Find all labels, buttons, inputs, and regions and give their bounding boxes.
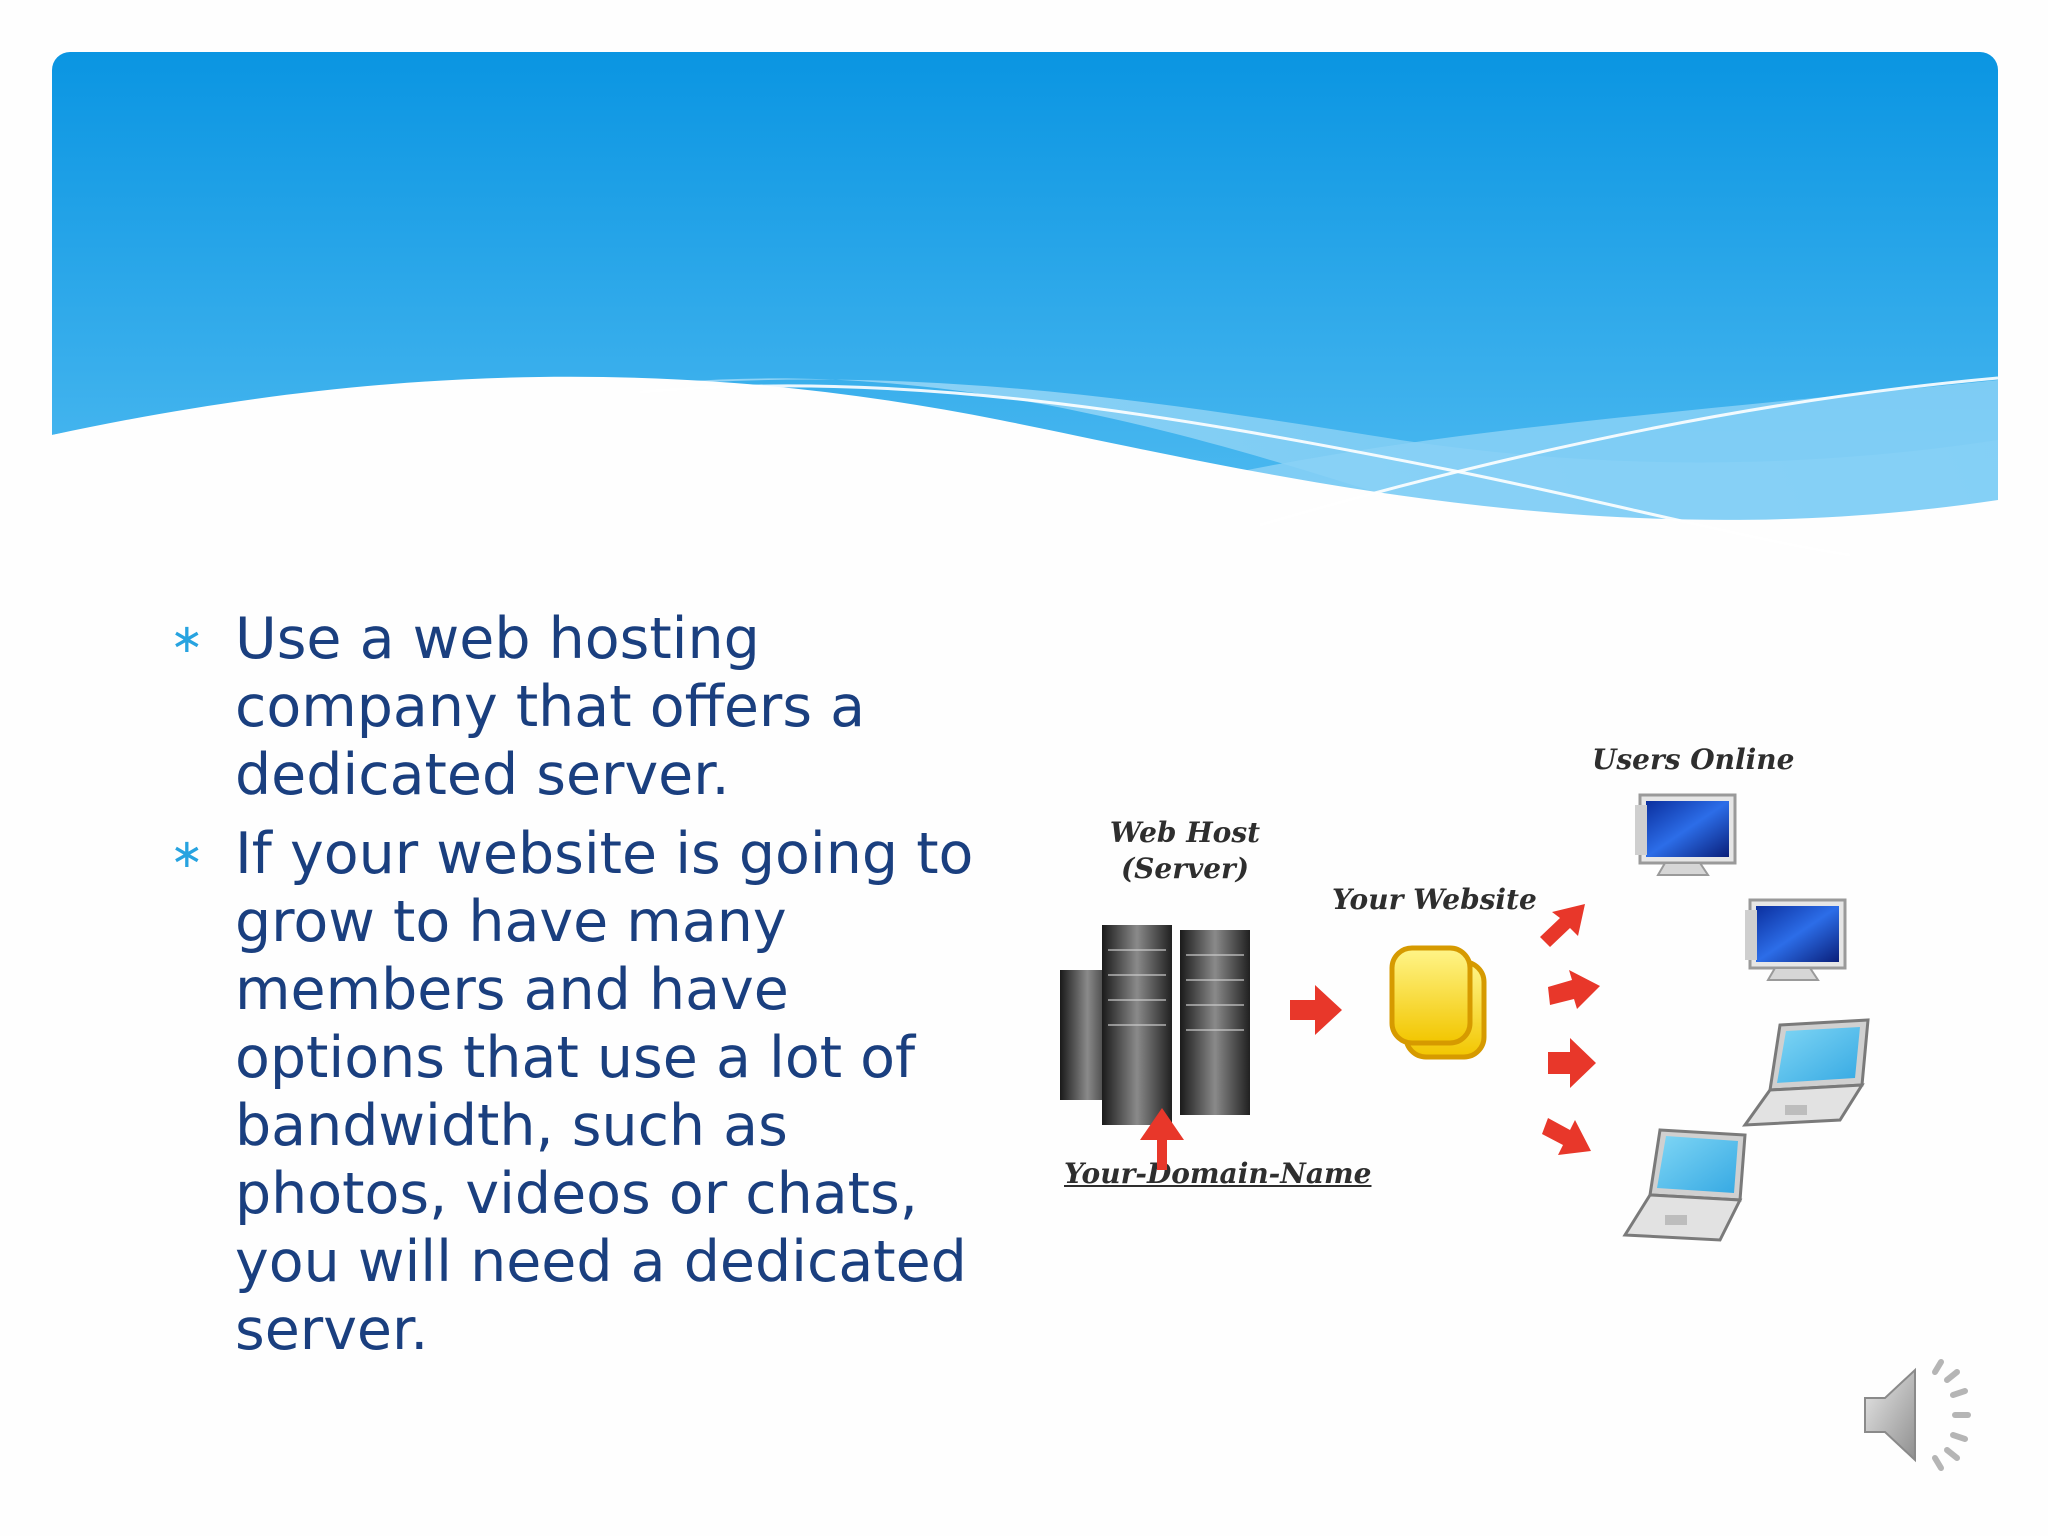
web-host-subtitle: (Server) [1120,852,1250,885]
web-host-title: Web Host [1109,816,1261,849]
bullet-text: Use a web hosting company that offers a … [235,606,866,808]
asterisk-icon: ∗ [170,831,204,877]
users-online-label: Users Online [1592,743,1795,776]
bullet-item: ∗ If your website is going to grow to ha… [170,820,1010,1364]
hosting-diagram: Web Host (Server) Your Website Users Onl… [1040,700,1940,1280]
header-banner [52,52,1998,600]
arrow-right-icon [1290,985,1342,1035]
bullet-list: ∗ Use a web hosting company that offers … [170,605,1010,1375]
laptop-icon [1622,1128,1747,1242]
desktop-computer-icon [1745,898,1847,981]
your-website-label: Your Website [1332,883,1537,916]
desktop-computer-icon [1635,793,1737,876]
speaker-icon[interactable] [1855,1350,1995,1480]
asterisk-icon: ∗ [170,616,204,662]
bullet-item: ∗ Use a web hosting company that offers … [170,605,1010,809]
diagram-graphics [1060,793,1870,1242]
bullet-text: If your website is going to grow to have… [235,821,974,1363]
arrows-to-users [1540,904,1600,1155]
arrow-up-icon [1140,1108,1184,1170]
domain-name-label: Your-Domain-Name [1064,1157,1372,1190]
server-rack-icon [1060,925,1250,1125]
documents-icon [1389,945,1487,1060]
web-host-label: Web Host (Server) [1075,815,1295,887]
laptop-icon [1741,1018,1870,1127]
